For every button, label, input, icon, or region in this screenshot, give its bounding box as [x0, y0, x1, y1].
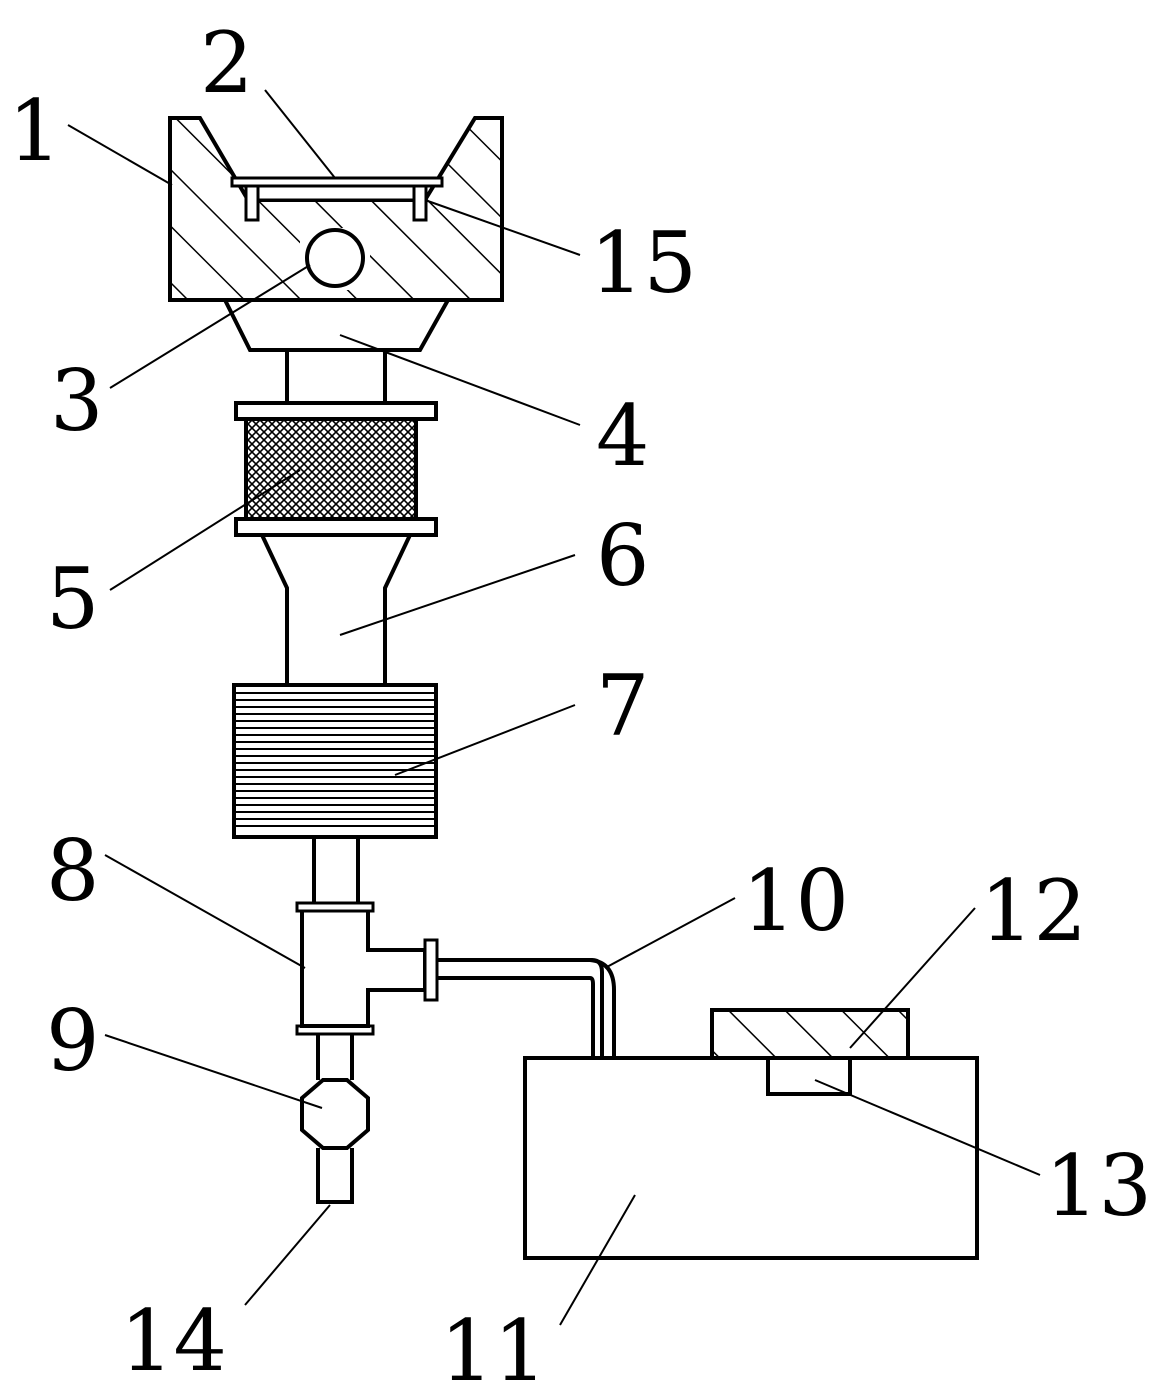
- label-15: 15: [590, 214, 697, 312]
- condenser-coil: [232, 683, 438, 839]
- hopper-block: [168, 116, 504, 302]
- label-13: 13: [1045, 1137, 1152, 1235]
- label-6: 6: [596, 507, 649, 605]
- connecting-tube: [437, 958, 616, 1058]
- tee-fitting: [295, 901, 439, 1036]
- ball-valve: [300, 228, 370, 290]
- funnel: [223, 299, 450, 402]
- label-10: 10: [742, 852, 849, 950]
- leader-lines: [67, 89, 1041, 1326]
- label-4: 4: [596, 387, 649, 485]
- reference-numerals: 1 2 15 3 4 5 6 7 8 9 10 12 13 11 14: [8, 14, 1152, 1395]
- label-12: 12: [980, 862, 1087, 960]
- label-1: 1: [8, 82, 61, 180]
- label-2: 2: [200, 14, 253, 112]
- label-3: 3: [50, 352, 103, 450]
- label-5: 5: [46, 550, 99, 648]
- label-9: 9: [46, 992, 99, 1090]
- filter-cartridge: [234, 401, 438, 537]
- label-11: 11: [440, 1302, 547, 1395]
- screen-plate: [230, 176, 444, 222]
- label-8: 8: [46, 822, 99, 920]
- drain-valve: [300, 1078, 370, 1150]
- label-7: 7: [596, 657, 649, 755]
- collection-tank: [523, 1056, 979, 1260]
- outlet-pipe: [316, 1148, 354, 1204]
- label-14: 14: [120, 1292, 227, 1390]
- reducer-pipe: [260, 534, 412, 685]
